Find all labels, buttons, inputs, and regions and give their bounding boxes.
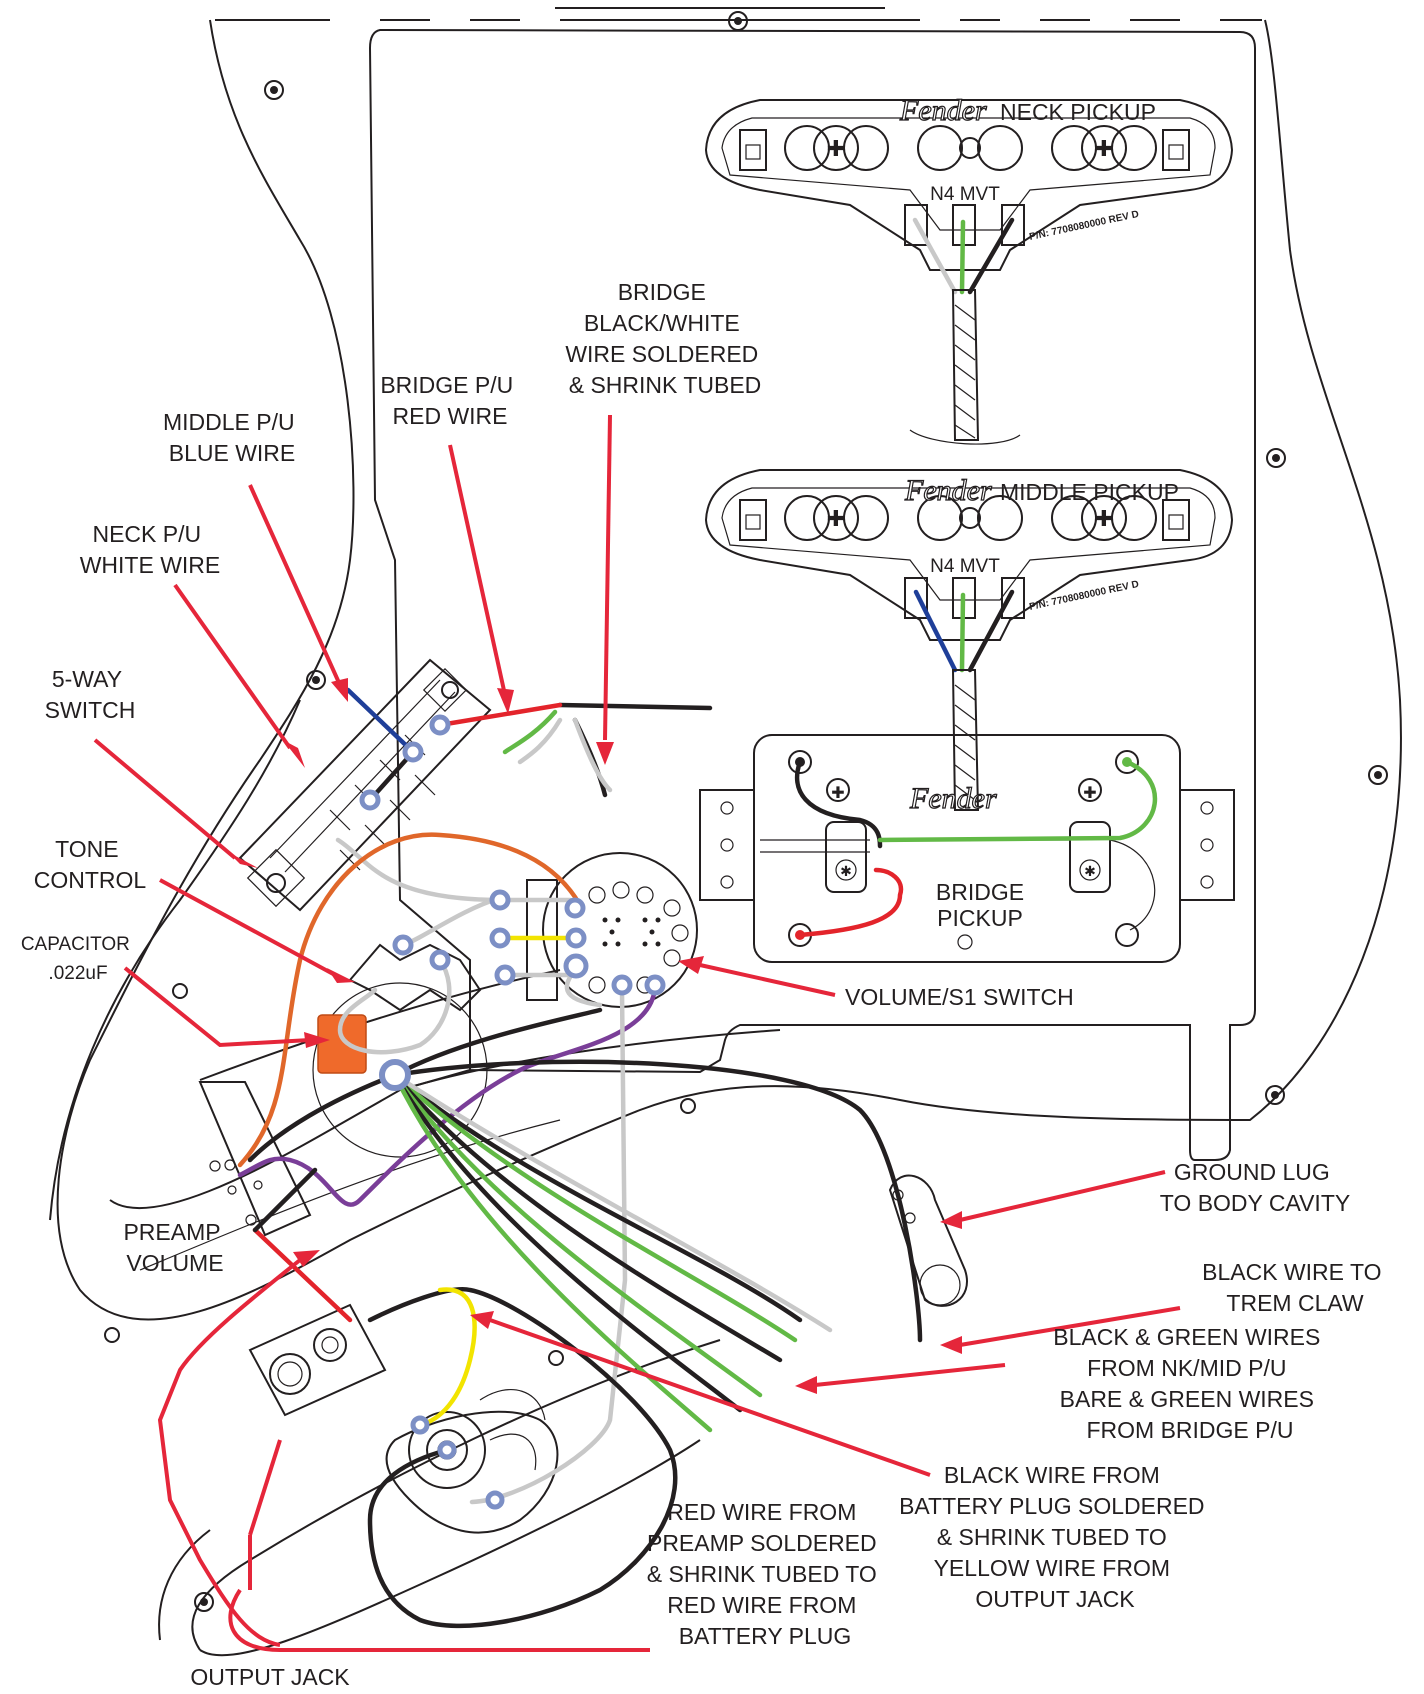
screw-icon (1266, 448, 1286, 468)
ground-lug-label: GROUND LUG TO BODY CAVITY (1160, 1159, 1350, 1216)
middle-part-number: P/N: 7708080000 REV D (1028, 579, 1140, 613)
middle-pickup-model: N4 MVT (930, 556, 1000, 577)
screw-icon (1368, 765, 1388, 785)
svg-text:✚: ✚ (827, 137, 845, 162)
ground-lug (888, 1174, 968, 1307)
bridge-pickup-label-2: PICKUP (937, 905, 1023, 931)
screw-icon (680, 1098, 696, 1114)
middle-pickup-label: MIDDLE PICKUP (1000, 479, 1179, 505)
screw-icon (264, 80, 284, 100)
callout-arrows (93, 414, 1181, 1652)
bridge-pickup: ✚ ✚ Fender ✱ ✱ BRIDGE PICKUP (699, 734, 1235, 963)
battery-black-label: BLACK WIRE FROM BATTERY PLUG SOLDERED & … (899, 1462, 1211, 1612)
solder-points (359, 714, 666, 1510)
fender-logo: Fender (909, 782, 997, 815)
screw-icon (1265, 1085, 1285, 1105)
five-way-switch-label: 5-WAY SWITCH (45, 666, 136, 723)
wiring (237, 687, 923, 1629)
tone-control (312, 943, 488, 1158)
svg-text:✚: ✚ (1095, 507, 1113, 532)
bridge-pickup-label-1: BRIDGE (936, 879, 1024, 905)
volume-s1-label: VOLUME/S1 SWITCH (845, 984, 1074, 1010)
svg-text:✚: ✚ (827, 507, 845, 532)
trem-claw-label: BLACK WIRE TO TREM CLAW (1202, 1259, 1388, 1316)
output-jack-label: OUTPUT JACK (190, 1664, 350, 1690)
bridge-bw-label: BRIDGE BLACK/WHITE WIRE SOLDERED & SHRIN… (565, 279, 764, 398)
neck-pickup-label: NECK PICKUP (1000, 99, 1156, 125)
screw-icon (306, 670, 326, 690)
pickup-wires-label: BLACK & GREEN WIRES FROM NK/MID P/U BARE… (1053, 1324, 1327, 1443)
mounting-screws (104, 11, 1388, 1612)
screw-icon (548, 1350, 564, 1366)
screw-icon (194, 1592, 214, 1612)
battery-plug (248, 1303, 387, 1417)
middle-blue-label: MIDDLE P/U BLUE WIRE (163, 409, 301, 466)
neck-white-label: NECK P/U WHITE WIRE (80, 521, 221, 578)
neck-pickup-model: N4 MVT (930, 184, 1000, 205)
five-way-switch (238, 658, 492, 912)
fender-logo: Fender (899, 94, 987, 127)
labels: BRIDGE BLACK/WHITE WIRE SOLDERED & SHRIN… (21, 279, 1388, 1690)
preamp-red-label: RED WIRE FROM PREAMP SOLDERED & SHRINK T… (647, 1499, 883, 1649)
svg-text:✚: ✚ (1095, 137, 1113, 162)
output-jack (385, 1389, 559, 1534)
capacitor-label: CAPACITOR .022uF (21, 934, 135, 984)
middle-pickup: ✚ ✚ Fender MIDDLE PICKUP N4 MVT P/N: 770… (704, 469, 1234, 811)
svg-text:✱: ✱ (1084, 864, 1096, 880)
fender-logo: Fender (904, 474, 992, 507)
preamp-volume-label: PREAMP VOLUME (123, 1219, 226, 1276)
preamp-volume (198, 1081, 312, 1237)
tone-control-label: TONE CONTROL (34, 836, 147, 893)
svg-text:✱: ✱ (840, 864, 852, 880)
arrowheads (228, 678, 962, 1394)
bridge-red-label: BRIDGE P/U RED WIRE (380, 372, 519, 429)
screw-icon (728, 11, 748, 31)
screw-icon (104, 1327, 120, 1343)
neck-part-number: P/N: 7708080000 REV D (1028, 209, 1140, 243)
neck-pickup: ✚ ✚ Fender NECK PICKUP N4 MVT P/N: 77080… (704, 93, 1234, 445)
svg-text:✚: ✚ (1083, 783, 1096, 802)
screw-icon (172, 983, 188, 999)
svg-text:✚: ✚ (831, 783, 844, 802)
